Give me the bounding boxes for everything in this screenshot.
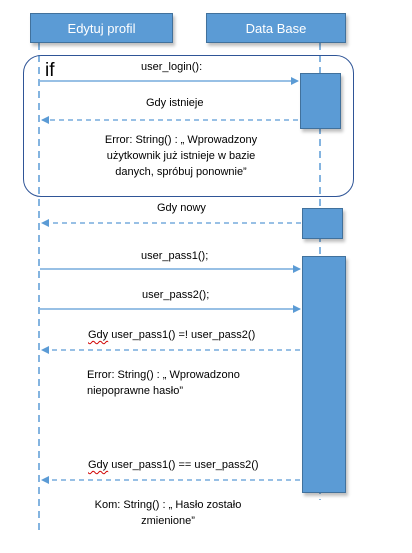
message-gdy-istnieje: Gdy istnieje (146, 97, 204, 109)
note-password-changed: Kom: String() : „ Hasło zostało zmienion… (92, 497, 244, 529)
message-pass-mismatch: Gdy user_pass1() =! user_pass2() (88, 327, 255, 343)
message-user-pass1: user_pass1(); (141, 250, 209, 262)
note-wrong-password: Error: String() : „ Wprowadzono niepopra… (87, 367, 240, 399)
activation-bar (302, 208, 343, 239)
note-line: niepoprawne hasło” (87, 385, 184, 397)
participant-edytuj-profil-label: Edytuj profil (67, 20, 136, 36)
participant-data-base: Data Base (206, 13, 346, 43)
message-user-pass2: user_pass2(); (142, 289, 210, 301)
message-gdy-nowy: Gdy nowy (157, 202, 206, 214)
if-fragment-label: if (45, 60, 55, 81)
if-fragment (23, 55, 354, 197)
note-line: użytkownik już istnieje w bazie (106, 150, 256, 162)
note-line: Error: String() : „ Wprowadzony (104, 134, 258, 146)
condition-keyword: Gdy (88, 459, 109, 471)
note-line: Error: String() : „ Wprowadzono (87, 369, 240, 381)
message-user-login: user_login(): (141, 61, 203, 73)
note-line: danych, spróbuj ponownie” (115, 166, 247, 178)
participant-edytuj-profil: Edytuj profil (30, 13, 173, 43)
activation-bar (300, 73, 341, 129)
note-line: Kom: String() : „ Hasło zostało (94, 499, 242, 511)
participant-data-base-label: Data Base (245, 20, 307, 36)
message-pass-match: Gdy user_pass1() == user_pass2() (88, 457, 259, 473)
note-line: zmienione” (141, 515, 195, 527)
activation-bar (302, 256, 346, 493)
condition-text: user_pass1() =! user_pass2() (108, 329, 256, 341)
condition-keyword: Gdy (88, 329, 109, 341)
condition-text: user_pass1() == user_pass2() (108, 459, 259, 471)
note-user-exists: Error: String() : „ Wprowadzony użytkown… (96, 132, 266, 180)
